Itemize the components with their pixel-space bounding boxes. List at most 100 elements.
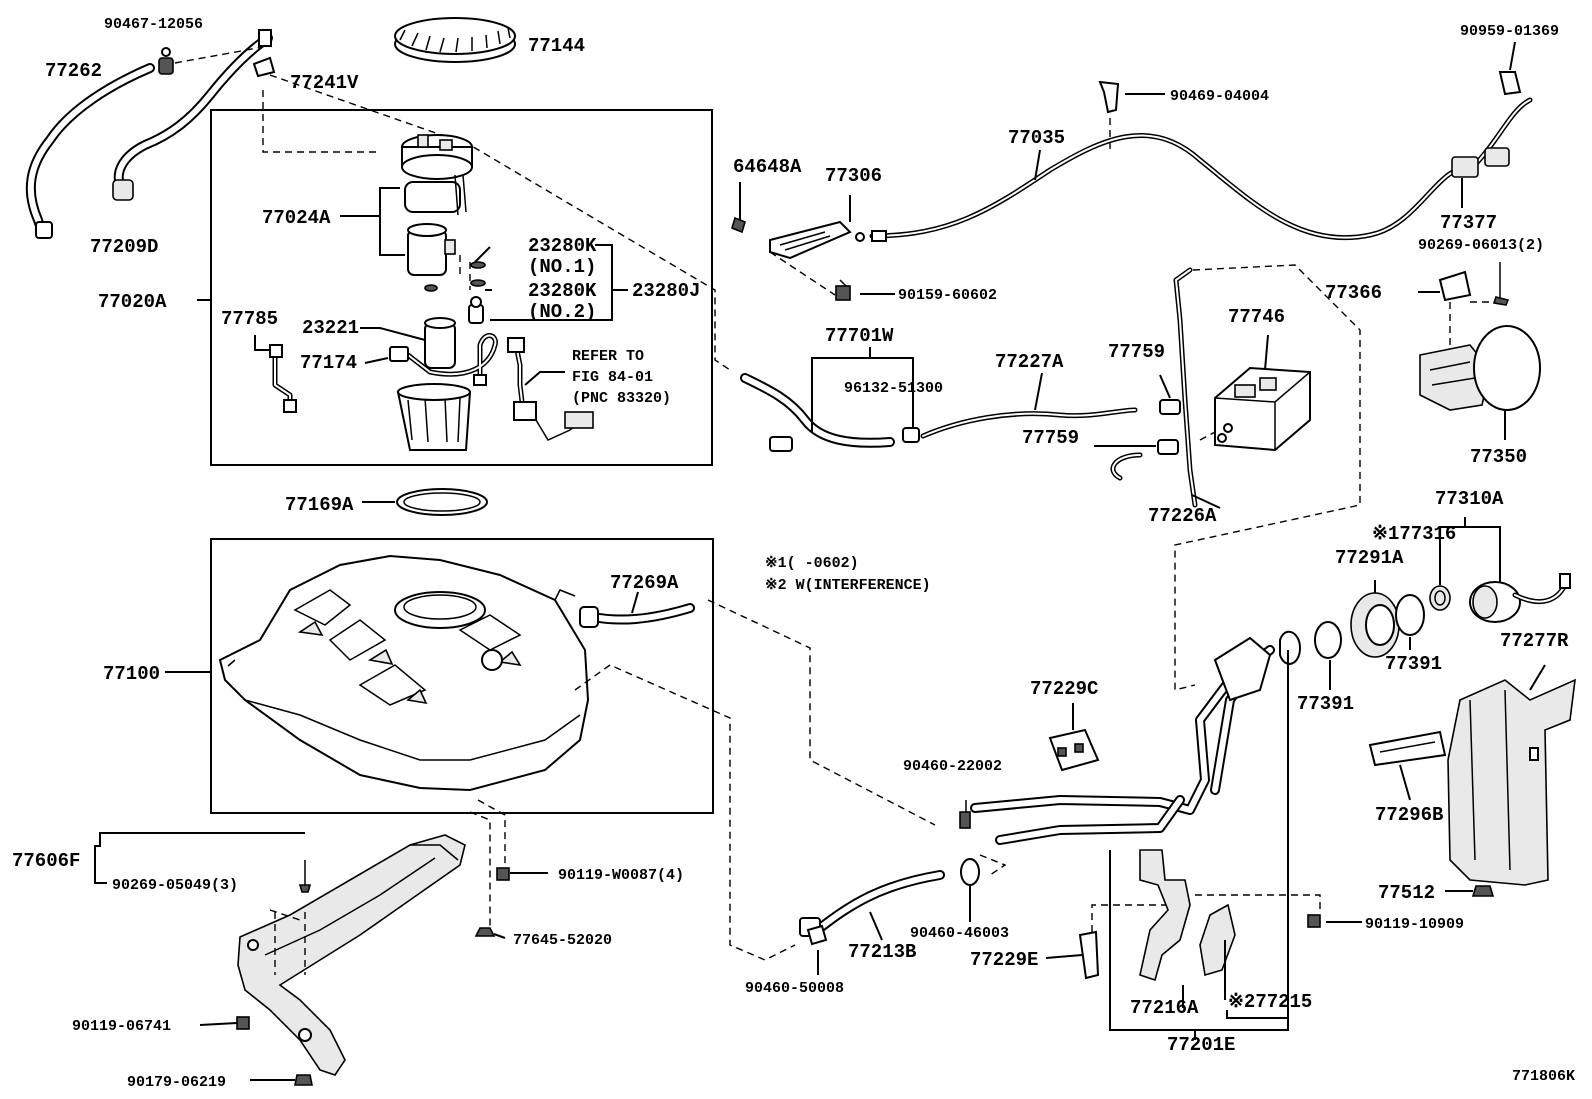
clip-90469-04004 [1098,80,1120,150]
label-77785: 77785 [221,308,278,330]
hose-77226A [1110,267,1198,508]
label-77606F: 77606F [12,850,80,872]
label-77024A: 77024A [262,207,331,229]
label-23280J: 23280J [632,280,700,302]
label-77296B: 77296B [1375,804,1443,826]
label-77100: 77100 [103,663,160,685]
label-77020A: 77020A [98,291,167,313]
nut-90179-06219 [294,1074,313,1086]
pump-23221 [424,317,456,369]
label-77035: 77035 [1008,127,1065,149]
fuel-lid-77350 [1473,325,1541,411]
hose-77262 [25,63,155,239]
label-77391a: 77391 [1297,693,1354,715]
filler-pipe [970,636,1275,845]
label-77174: 77174 [300,352,357,374]
label-23280K-no1-sub: (NO.1) [528,256,596,278]
label-90269-05049: 90269-05049(3) [112,877,238,894]
clamp-77241V [252,56,276,78]
clamp-90460-50008 [806,924,828,946]
label-77209D: 77209D [90,236,158,258]
label-77215: ※277215 [1228,991,1312,1013]
label-23280K-no2: 23280K [528,280,597,302]
gasket-77391a [1314,621,1342,659]
wire-77174 [389,333,498,386]
label-96132-51300: 96132-51300 [844,380,943,397]
gasket-77316 [1429,585,1451,611]
label-77277R: 77277R [1500,630,1569,652]
clamp-90460-46003 [960,858,980,886]
cable-77035 [855,97,1533,242]
bolt-90119-W0087 [496,867,510,881]
label-90269-06013: 90269-06013(2) [1418,237,1544,254]
pressure-regulator-23280J [468,296,484,324]
hose-77209D [112,29,273,201]
connector-77759b [1157,439,1179,455]
label-77229E: 77229E [970,949,1038,971]
clamp-90460-22002 [959,800,971,829]
pump-bracket [396,383,472,451]
hose-77269A [579,603,695,628]
lock-ring-77144 [394,17,516,63]
label-90460-50008: 90460-50008 [745,980,844,997]
filler-clamp [1279,630,1302,665]
fuel-pump-flange [401,134,473,180]
label-77216A: 77216A [1130,997,1199,1019]
label-90119-W0087: 90119-W0087(4) [558,867,684,884]
refer-line2: FIG 84-01 [572,369,653,386]
bolt-90119-10909 [1307,914,1321,928]
label-90119-10909: 90119-10909 [1365,916,1464,933]
note-1: ※1( -0602) [765,555,859,572]
label-90959-01369: 90959-01369 [1460,23,1559,40]
label-90467-12056: 90467-12056 [104,16,203,33]
label-77377: 77377 [1440,212,1497,234]
refer-line1: REFER TO [572,348,644,365]
label-77241V: 77241V [290,72,359,94]
canister-77746 [1214,366,1311,452]
label-77746: 77746 [1228,306,1285,328]
hose-77227A [920,407,1138,439]
sender-gauge [507,337,594,441]
bolt-90269-05049 [298,860,312,893]
lock-77377 [1451,147,1510,178]
clip-90467-12056 [158,47,174,75]
bracket-77296B [1368,730,1447,767]
bolt-90159-60602 [835,279,851,301]
hose-77701W [740,373,920,452]
gasket-77391b [1395,594,1425,636]
refer-line3: (PNC 83320) [572,390,671,407]
lock-cover-77306 [769,220,852,260]
label-90460-22002: 90460-22002 [903,758,1002,775]
label-64648A: 64648A [733,156,802,178]
retainer-77291A [1350,592,1400,658]
label-77366: 77366 [1325,282,1382,304]
connector-77759a [1159,399,1181,415]
label-77316: ※177316 [1372,523,1456,545]
label-77512: 77512 [1378,882,1435,904]
label-90159-60602: 90159-60602 [898,287,997,304]
nut-77645-52020 [474,927,496,937]
label-23280K-no1: 23280K [528,235,597,257]
fuel-cap-77310A [1469,573,1571,623]
bracket-77216A [1139,849,1191,982]
label-90119-06741: 90119-06741 [72,1018,171,1035]
label-77350: 77350 [1470,446,1527,468]
label-77645-52020: 77645-52020 [513,932,612,949]
label-23280K-no2-sub: (NO.2) [528,301,596,323]
label-77291A: 77291A [1335,547,1404,569]
clip-77229E [1078,930,1100,980]
protector-77606F [237,834,466,1076]
label-77213B: 77213B [848,941,916,963]
clip-90959-01369 [1498,71,1522,96]
screw-90269-06013 [1492,262,1510,306]
clip-64648A [731,216,746,234]
label-77201E: 77201E [1167,1034,1235,1056]
label-77226A: 77226A [1148,505,1217,527]
label-90469-04004: 90469-04004 [1170,88,1269,105]
label-77144: 77144 [528,35,585,57]
diagram-code: 771806K [1512,1068,1575,1085]
o-rings-23280K [424,255,486,292]
label-77310A: 77310A [1435,488,1504,510]
label-77759b: 77759 [1022,427,1079,449]
